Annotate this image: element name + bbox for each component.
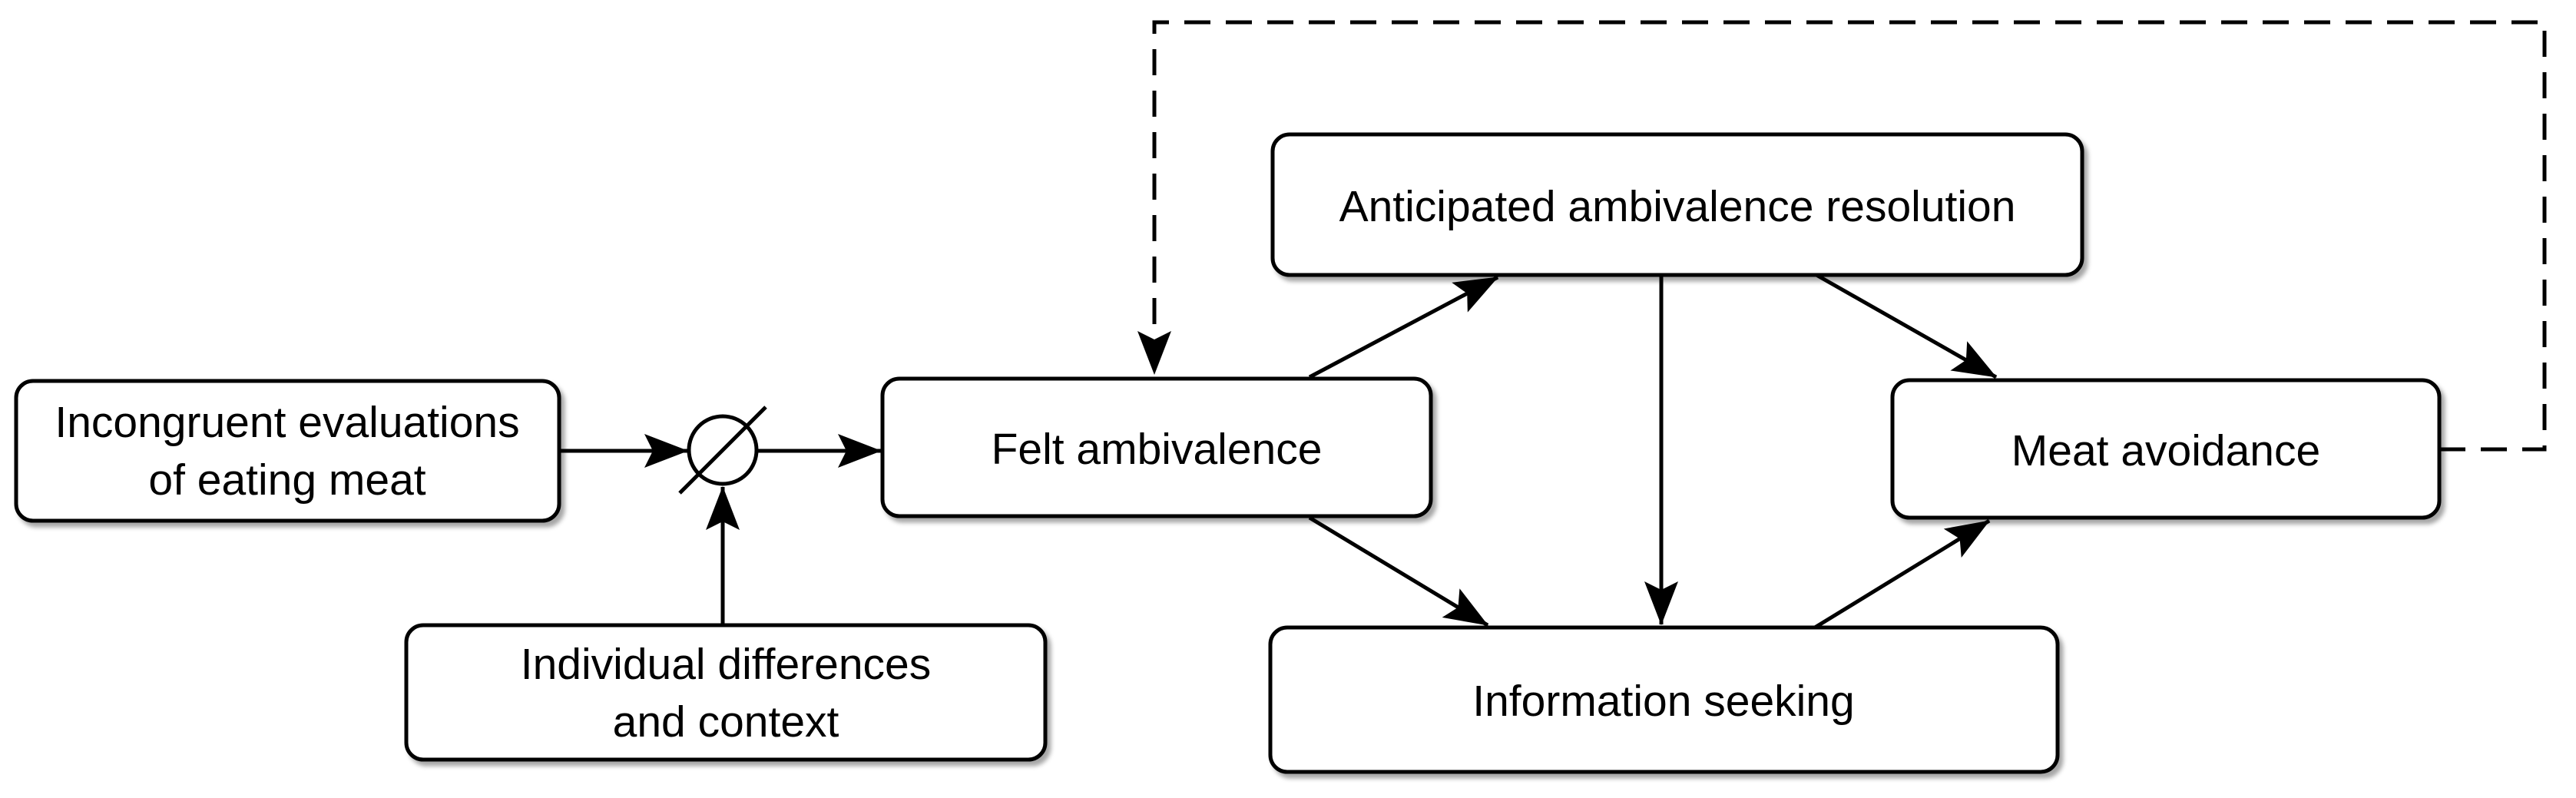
node-label-incongruent-line1: Incongruent evaluations	[55, 398, 519, 447]
node-information-seeking: Information seeking	[1268, 625, 2060, 774]
node-label-anticipated-resolution: Anticipated ambivalence resolution	[1339, 182, 2016, 231]
node-label-meat-avoidance: Meat avoidance	[2011, 426, 2320, 475]
node-box-information-seeking	[1268, 625, 2060, 774]
node-label-felt-ambivalence: Felt ambivalence	[992, 425, 1323, 474]
edge-meat-avoidance-to-felt-ambivalence-dashed	[1137, 20, 2547, 452]
node-label-individual-line2: and context	[613, 697, 839, 747]
node-box-meat-avoidance	[1890, 378, 2442, 520]
node-box-incongruent-evaluations	[14, 379, 561, 523]
edge-anticipated-to-meat-avoidance	[1815, 273, 1998, 379]
moderator-symbol	[678, 406, 767, 495]
node-box-felt-ambivalence	[880, 376, 1433, 518]
edge-felt-to-information-seeking	[1308, 515, 1489, 627]
node-box-individual-differences	[404, 623, 1048, 762]
node-label-individual-line1: Individual differences	[521, 640, 931, 689]
edges-layer	[559, 20, 2547, 630]
node-individual-differences: Individual differences and context	[404, 623, 1048, 762]
edge-felt-to-anticipated	[1308, 275, 1499, 379]
edge-information-seeking-to-meat-avoidance	[1813, 518, 1991, 630]
node-felt-ambivalence: Felt ambivalence	[880, 376, 1433, 518]
node-label-information-seeking: Information seeking	[1472, 677, 1854, 726]
moderator-slash-icon	[678, 406, 767, 495]
node-anticipated-resolution: Anticipated ambivalence resolution	[1270, 132, 2084, 277]
node-meat-avoidance: Meat avoidance	[1890, 378, 2442, 520]
node-incongruent-evaluations: Incongruent evaluations of eating meat	[14, 379, 561, 523]
node-box-anticipated-resolution	[1270, 132, 2084, 277]
node-label-incongruent-line2: of eating meat	[148, 455, 425, 505]
